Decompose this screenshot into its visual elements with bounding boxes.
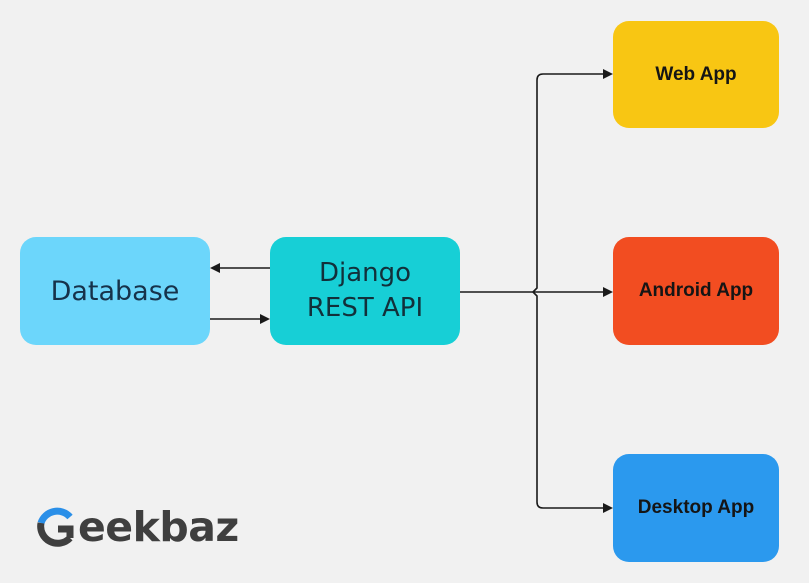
database-label: Database	[50, 275, 180, 307]
logo-wordmark: eekbaz	[78, 502, 239, 551]
geekbaz-logo: eekbaz	[36, 502, 239, 552]
android-app-label: Android App	[638, 280, 754, 301]
arrow-django-to-desktop-app	[532, 291, 613, 513]
django-rest-api-node: Django REST API	[270, 237, 460, 345]
django-label-line1: Django	[318, 257, 412, 288]
web-app-node: Web App	[613, 21, 779, 128]
database-node: Database	[20, 237, 210, 345]
django-label-line2: REST API	[306, 293, 424, 323]
web-app-label: Web App	[655, 63, 737, 85]
android-app-node: Android App	[613, 237, 779, 345]
arrow-django-to-web-app	[532, 69, 613, 293]
desktop-app-node: Desktop App	[613, 454, 779, 562]
g-logo-icon	[37, 507, 74, 547]
desktop-app-label: Desktop App	[637, 497, 755, 518]
